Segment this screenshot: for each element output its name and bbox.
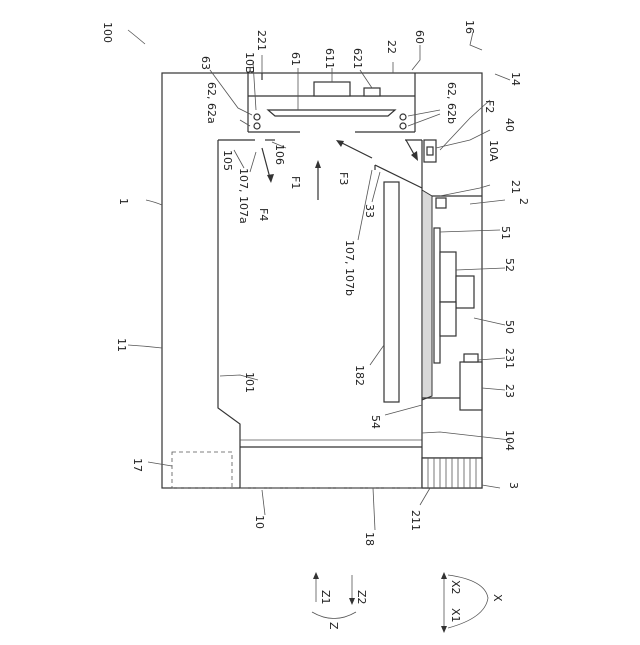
label-16: 16 <box>463 20 476 34</box>
component-52 <box>440 252 456 302</box>
module-51 <box>434 228 440 363</box>
label-F4: F4 <box>257 208 270 221</box>
partition-182 <box>384 182 399 402</box>
inner-wall-101 <box>218 140 240 488</box>
connector-40-inner <box>427 147 433 155</box>
axis-x: X <box>491 594 504 602</box>
component-50 <box>456 276 474 308</box>
arrow-F2 <box>406 140 418 161</box>
part-231 <box>464 354 478 362</box>
label-62-62b: 62, 62b <box>445 82 458 124</box>
axis-x1: X1 <box>449 608 462 623</box>
label-104: 104 <box>503 430 516 451</box>
label-23: 23 <box>503 384 516 398</box>
label-33: 33 <box>363 204 376 218</box>
label-61: 61 <box>289 52 302 66</box>
axis-x2: X2 <box>449 580 462 595</box>
roller-62a-top <box>254 114 260 120</box>
label-10: 10 <box>253 515 266 529</box>
label-14: 14 <box>509 72 522 86</box>
label-621: 621 <box>351 48 364 69</box>
label-F1: F1 <box>289 176 302 189</box>
label-54: 54 <box>369 415 382 429</box>
label-2: 2 <box>517 198 530 205</box>
label-101: 101 <box>243 372 256 393</box>
roller-62b-bottom <box>400 123 406 129</box>
label-107-107a: 107, 107a <box>237 168 250 224</box>
roller-62b-top <box>400 114 406 120</box>
label-611: 611 <box>323 48 336 69</box>
label-211: 211 <box>409 510 422 531</box>
roller-62a-bottom <box>254 123 260 129</box>
label-F2: F2 <box>483 100 496 113</box>
label-1: 1 <box>117 198 130 205</box>
arrow-F4 <box>262 148 274 183</box>
label-106: 106 <box>273 144 286 165</box>
label-182: 182 <box>353 365 366 386</box>
label-52: 52 <box>503 258 516 272</box>
label-60: 60 <box>413 30 426 44</box>
hatched-block-3 <box>422 458 482 488</box>
part-611 <box>314 82 350 96</box>
axis-z: Z <box>327 622 340 630</box>
part-23 <box>460 362 482 410</box>
label-107-107b: 107, 107b <box>343 240 356 296</box>
label-221: 221 <box>255 30 268 51</box>
part-621 <box>364 88 380 96</box>
plate-61 <box>268 110 395 116</box>
label-50: 50 <box>503 320 516 334</box>
label-231: 231 <box>503 348 516 369</box>
arrow-F1 <box>315 160 321 200</box>
bracket-21 <box>436 198 446 208</box>
label-40: 40 <box>503 118 516 132</box>
dashed-box-17 <box>172 452 232 488</box>
axis-z2: Z2 <box>355 590 368 605</box>
axis-z-legend: Z1 Z2 Z <box>312 572 368 630</box>
label-63: 63 <box>199 56 212 70</box>
label-100: 100 <box>101 22 114 43</box>
arrow-F3 <box>336 140 372 158</box>
label-10B: 10B <box>243 52 256 74</box>
board-54 <box>422 190 432 400</box>
label-62-62a: 62, 62a <box>205 82 218 124</box>
component-50b <box>440 302 456 336</box>
label-10A: 10A <box>487 140 500 162</box>
axis-x-legend: X2 X1 X <box>441 572 504 633</box>
label-22: 22 <box>385 40 398 54</box>
label-11: 11 <box>115 338 128 352</box>
label-51: 51 <box>499 226 512 240</box>
label-21: 21 <box>509 180 522 194</box>
label-105: 105 <box>221 150 234 171</box>
label-18: 18 <box>363 532 376 546</box>
axis-z1: Z1 <box>319 590 332 605</box>
label-F3: F3 <box>337 172 350 185</box>
label-3: 3 <box>507 482 520 489</box>
label-17: 17 <box>131 458 144 472</box>
